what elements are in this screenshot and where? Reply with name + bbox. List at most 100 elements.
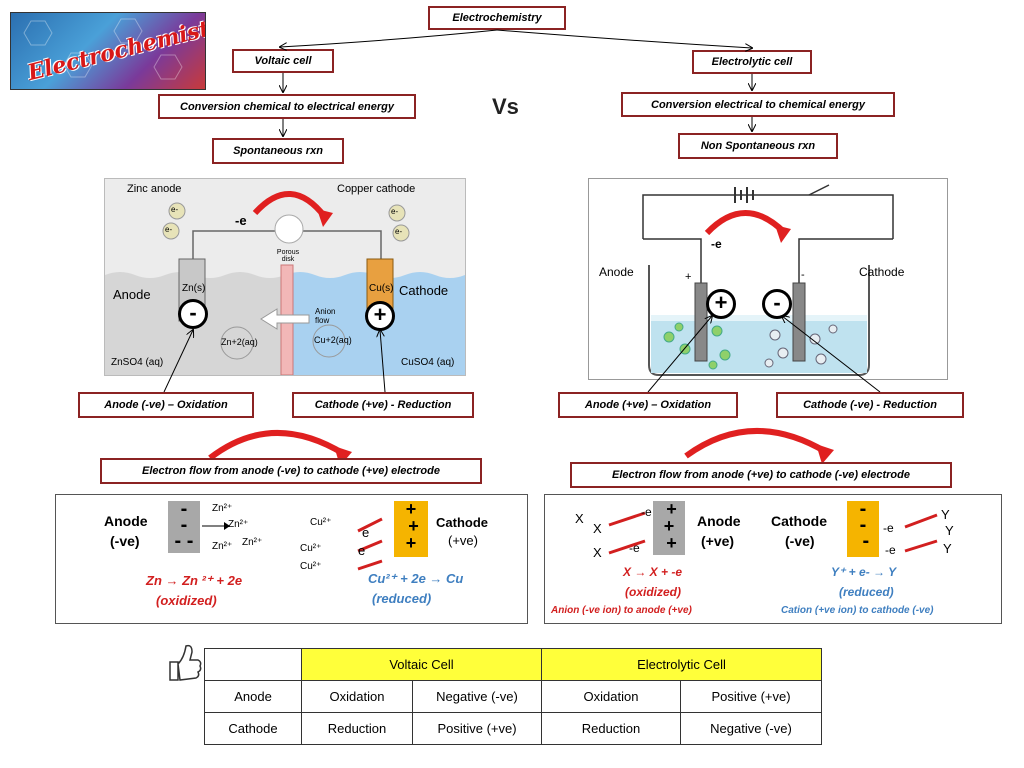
anion-flow-label: Anion flow (315, 307, 336, 325)
anode-electrode: ++ + (653, 500, 685, 555)
x-ion-1: X (575, 511, 584, 526)
zn-electrode: - - - - (168, 499, 200, 553)
cuso4-label: CuSO4 (aq) (401, 357, 455, 368)
table-cell: Negative (-ve) (412, 680, 542, 713)
electrolytic-detail-anode-label: Anode (697, 513, 741, 529)
znso4-label: ZnSO4 (aq) (111, 357, 164, 368)
table-header-electrolytic: Electrolytic Cell (541, 648, 822, 681)
y-ion-2: Y (945, 523, 954, 538)
zn-oxidized-label: (oxidized) (156, 593, 217, 608)
voltaic-e-1: e (362, 525, 370, 540)
zn-release-arrow (202, 522, 230, 530)
cathode-label: Cathode (399, 283, 449, 298)
zn-ion-4: Zn²⁺ (242, 537, 263, 548)
versus-label: Vs (492, 94, 519, 119)
voltaic-anode-box: Anode (-ve) – Oxidation (78, 392, 254, 418)
zinc-anode-label: Zinc anode (127, 183, 182, 195)
voltaic-spontaneity-box: Spontaneous rxn (212, 138, 344, 164)
electrolytic-anode-positive-sign: + (706, 289, 736, 319)
voltaic-e-2: e (358, 543, 366, 558)
y-reduced-label: (reduced) (839, 585, 894, 599)
anode-e-2: -e (629, 541, 640, 555)
cu-ion-2: Cu²⁺ (300, 543, 322, 554)
cu-ion-label: Cu+2(aq) (314, 335, 352, 345)
electrolytic-detail-anode-sign: (+ve) (701, 533, 735, 549)
porous-disk-label: Porous disk (276, 249, 300, 263)
voltaic-cathode-box: Cathode (+ve) - Reduction (292, 392, 474, 418)
cu-reduction-equation: Cu²⁺ + 2e → Cu (368, 571, 464, 586)
voltaic-conversion-box: Conversion chemical to electrical energy (158, 94, 416, 119)
cathode-electrode: -- - (847, 499, 879, 557)
electrolytic-cathode-label: Cathode (859, 265, 905, 279)
electrolytic-diagram: Anode Cathode -e + - + - (588, 178, 948, 380)
zn-ion-2: Zn²⁺ (228, 519, 249, 530)
table-cell: Anode (204, 680, 302, 713)
zn-solid-label: Zn(s) (182, 283, 206, 294)
detail-anode-sign: (-ve) (110, 533, 140, 549)
electrolytic-conversion-box: Conversion electrical to chemical energy (621, 92, 895, 117)
voltaic-detail-panel: Anode (-ve) - - - - Zn²⁺ Zn²⁺ Zn²⁺ Zn²⁺ … (55, 494, 528, 624)
electron-bubble-3: e- (391, 207, 399, 216)
voltaic-diagram: Zinc anode Copper cathode Porous disk An… (104, 178, 466, 376)
electrolytic-cation-arrows (904, 513, 938, 553)
table-header-blank (204, 648, 302, 681)
cu-solid-label: Cu(s) (369, 283, 394, 294)
electrolytic-detail-panel: X X X -e -e ++ + Anode (+ve) Cathode (-v… (544, 494, 1002, 624)
anion-note: Anion (-ve ion) to anode (+ve) (551, 605, 692, 616)
table-cell: Positive (+ve) (412, 712, 542, 745)
table-cell: Oxidation (541, 680, 681, 713)
zn-oxidation-equation: Zn → Zn ²⁺ + 2e (146, 573, 243, 588)
y-reduction-equation: Y⁺ + e- → Y (831, 565, 897, 579)
cathode-e-2: -e (885, 543, 896, 557)
electrolytic-spontaneity-box: Non Spontaneous rxn (678, 133, 838, 159)
logo: Electrochemistry (10, 12, 206, 90)
cu-ion-1: Cu²⁺ (310, 517, 332, 528)
x-oxidation-equation: X → X + -e (623, 565, 683, 579)
voltaic-electron-flow-box: Electron flow from anode (-ve) to cathod… (100, 458, 482, 484)
comparison-table: Voltaic Cell Electrolytic Cell Anode Oxi… (204, 648, 822, 745)
electrolytic-cathode-box: Cathode (-ve) - Reduction (776, 392, 964, 418)
electron-bubble-2: e- (165, 225, 173, 234)
electrolytic-cell-box: Electrolytic cell (692, 50, 812, 74)
copper-cathode-label: Copper cathode (337, 183, 416, 195)
electron-bubble-1: e- (171, 205, 179, 214)
electrolytic-small-plus: + (685, 271, 692, 283)
cation-note: Cation (+ve ion) to cathode (-ve) (781, 605, 934, 616)
table-cell: Cathode (204, 712, 302, 745)
electrolytic-anion-arrows (608, 511, 646, 555)
x-ion-2: X (593, 521, 602, 536)
table-row: Cathode Reduction Positive (+ve) Reducti… (204, 712, 822, 745)
electrolytic-anode-box: Anode (+ve) – Oxidation (558, 392, 738, 418)
electron-flow-label: -e (235, 213, 247, 228)
detail-anode-label: Anode (104, 513, 148, 529)
electrolytic-detail-cathode-sign: (-ve) (785, 533, 815, 549)
cathode-positive-sign: + (365, 301, 395, 331)
cu-reduced-label: (reduced) (372, 591, 432, 606)
y-ion-3: Y (943, 541, 952, 556)
electrolytic-detail-cathode-label: Cathode (771, 513, 827, 529)
x-oxidized-label: (oxidized) (625, 585, 681, 599)
table-cell: Reduction (301, 712, 413, 745)
cathode-e-1: -e (883, 521, 894, 535)
anode-label: Anode (113, 287, 151, 302)
cu-electrode: + ++ (394, 500, 428, 557)
x-ion-3: X (593, 545, 602, 560)
electrolytic-cathode-negative-sign: - (762, 289, 792, 319)
electrolytic-electron-label: -e (711, 237, 722, 251)
table-cell: Oxidation (301, 680, 413, 713)
title-box: Electrochemistry (428, 6, 566, 30)
y-ion-1: Y (941, 507, 950, 522)
table-header-row: Voltaic Cell Electrolytic Cell (204, 648, 822, 681)
table-row: Anode Oxidation Negative (-ve) Oxidation… (204, 680, 822, 713)
voltaic-electron-arrows (357, 517, 383, 571)
anode-negative-sign: - (178, 299, 208, 329)
cu-ion-3: Cu²⁺ (300, 561, 322, 572)
detail-cathode-label: Cathode (436, 515, 488, 530)
electrolytic-electron-flow-box: Electron flow from anode (+ve) to cathod… (570, 462, 952, 488)
table-cell: Positive (+ve) (680, 680, 822, 713)
electron-bubble-4: e- (395, 227, 403, 236)
zn-ion-label: Zn+2(aq) (221, 337, 258, 347)
table-header-voltaic: Voltaic Cell (301, 648, 542, 681)
anode-e-1: -e (641, 505, 652, 519)
zn-ion-1: Zn²⁺ (212, 503, 233, 514)
